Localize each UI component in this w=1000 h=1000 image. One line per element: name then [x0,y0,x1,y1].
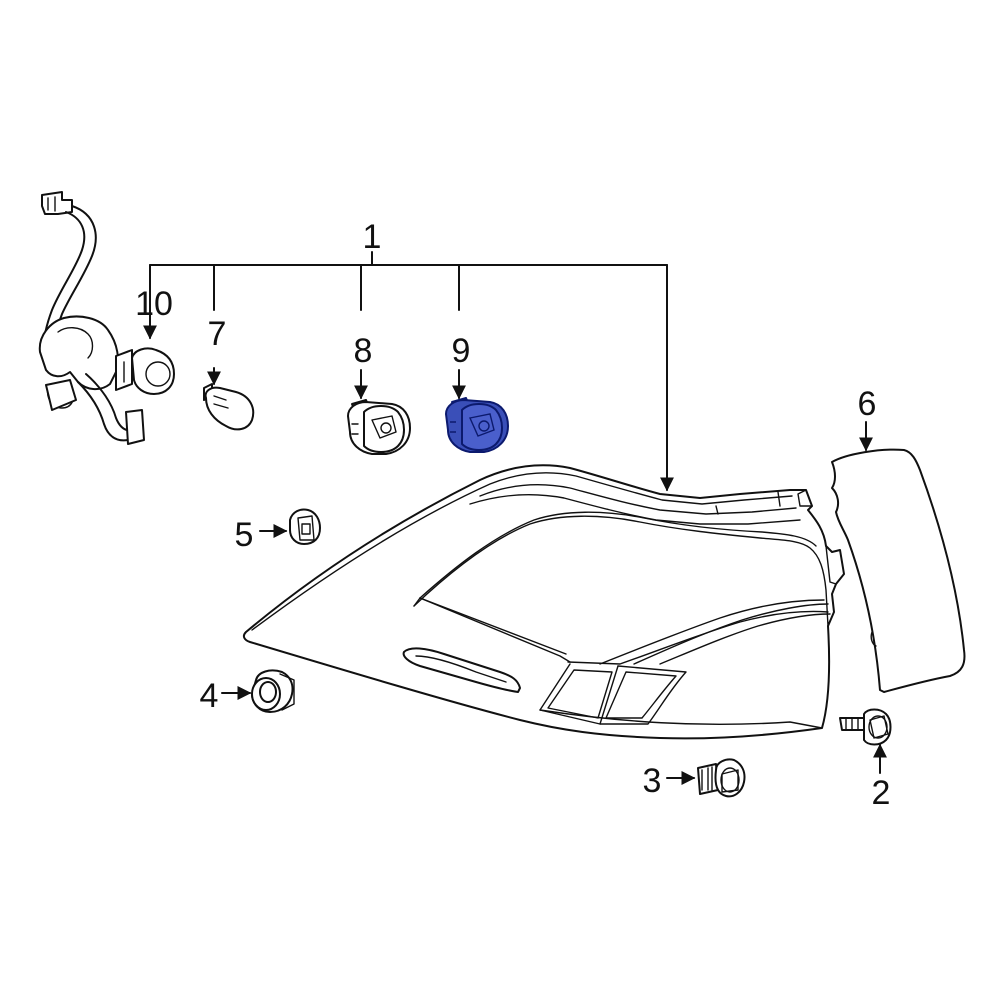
callout-4: 4 [200,677,219,715]
callout-8: 8 [354,332,373,370]
callout-3: 3 [643,762,662,800]
callout-2: 2 [872,774,891,812]
bulb-part-7 [203,383,255,431]
callout-bracket-1 [143,251,674,492]
socket-part-8 [347,399,411,455]
socket-part-9-highlighted [445,397,509,453]
bolt-part-2 [839,708,892,746]
callout-7: 7 [208,315,227,353]
callout-5: 5 [235,516,254,554]
callout-10: 10 [135,285,173,323]
callout-6: 6 [858,385,877,423]
gasket-part-6 [831,448,966,693]
clip-part-5 [289,508,321,545]
leader-arrows [207,367,887,785]
callout-1: 1 [363,218,382,256]
wiring-harness-part-10 [38,191,175,445]
callout-9: 9 [452,332,471,370]
nut-part-4 [251,669,295,713]
bolt-part-3 [697,758,746,798]
tail-lamp-assembly-part-1 [242,464,845,740]
